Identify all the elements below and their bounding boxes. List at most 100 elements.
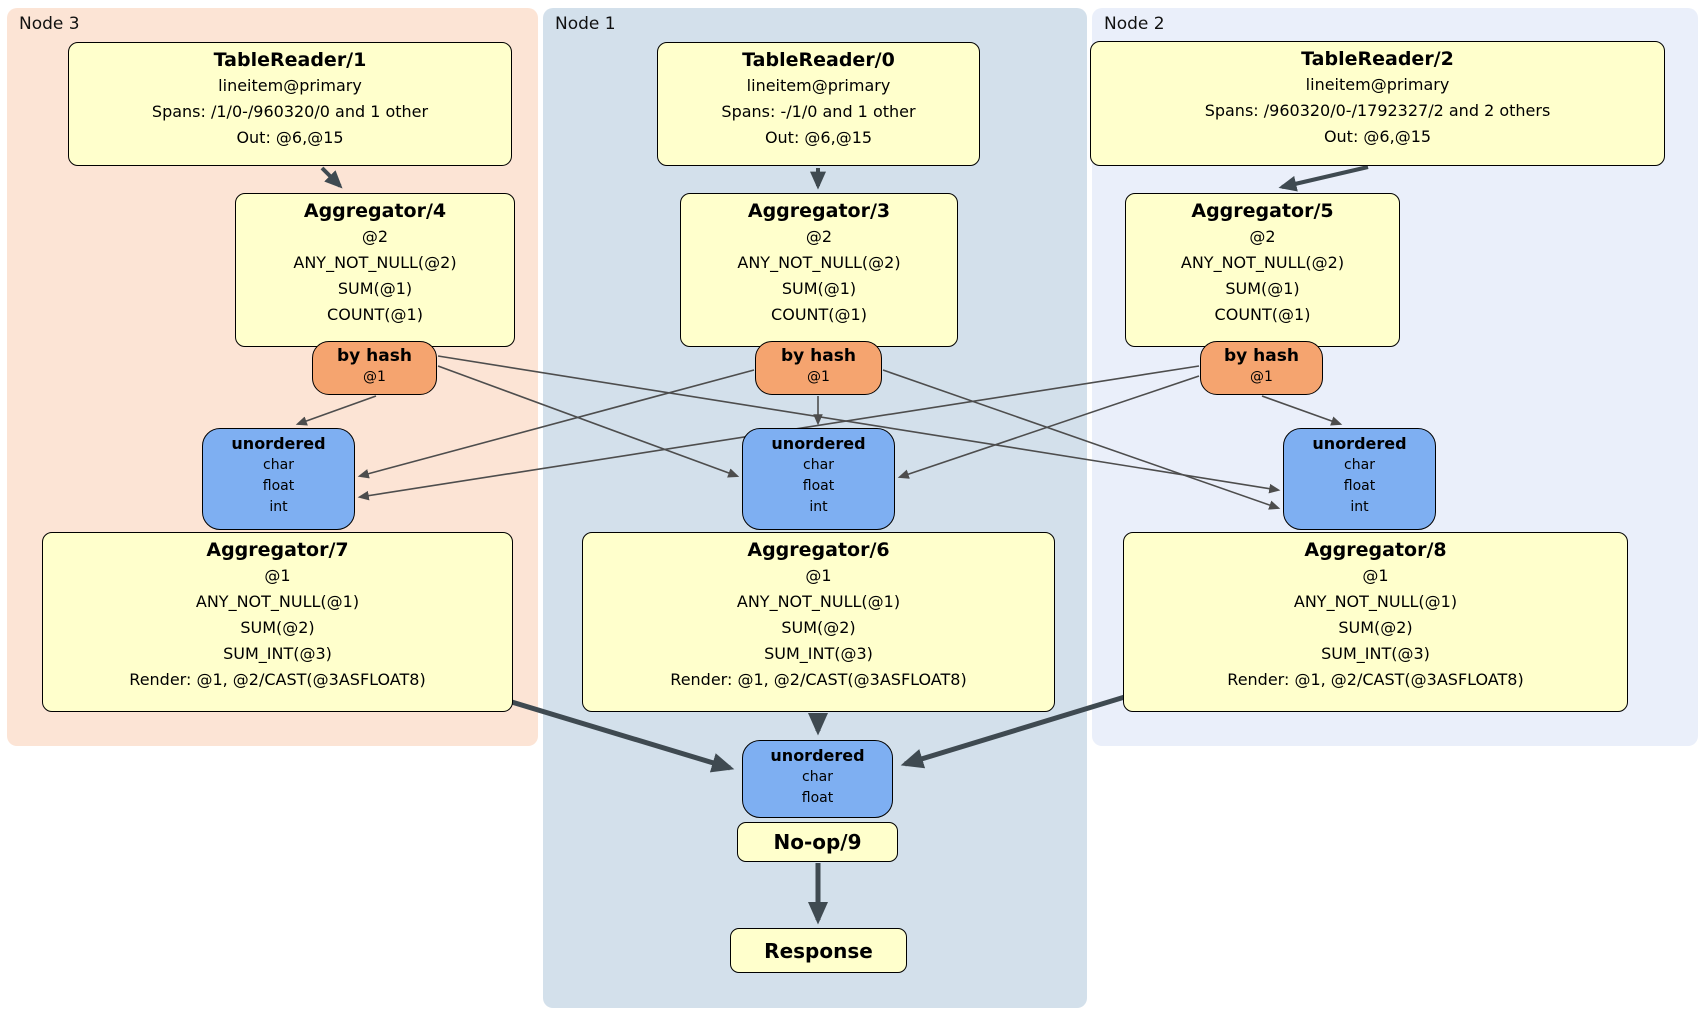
- router-key: @1: [363, 369, 386, 385]
- sync-type: char: [263, 457, 294, 473]
- processor-detail: @1: [264, 566, 291, 585]
- processor-detail: @1: [805, 566, 832, 585]
- sync-type: char: [1344, 457, 1375, 473]
- processor-detail: SUM_INT(@3): [223, 644, 332, 663]
- processor-detail: lineitem@primary: [1305, 75, 1450, 94]
- processor-detail: ANY_NOT_NULL(@1): [736, 592, 901, 611]
- processor-title: Aggregator/8: [1304, 539, 1447, 561]
- router-title: by hash: [781, 346, 856, 366]
- aggregator-4-box: Aggregator/4 @2 ANY_NOT_NULL(@2) SUM(@1)…: [235, 193, 515, 347]
- hash-router-node2: by hash @1: [1200, 341, 1323, 395]
- edge-r3-s3: [295, 395, 377, 426]
- processor-detail: ANY_NOT_NULL(@2): [293, 253, 457, 272]
- sync-type: int: [1350, 499, 1369, 515]
- processor-title: TableReader/1: [213, 49, 367, 71]
- sync-type: float: [802, 478, 835, 494]
- tablereader-2-box: TableReader/2 lineitem@primary Spans: /9…: [1090, 41, 1665, 166]
- edge-tr2-agg5: [1278, 165, 1369, 192]
- hash-router-node1: by hash @1: [755, 341, 882, 395]
- tablereader-0-box: TableReader/0 lineitem@primary Spans: -/…: [657, 42, 980, 166]
- edge-r1-s3: [357, 369, 755, 479]
- processor-detail: ANY_NOT_NULL(@2): [737, 253, 901, 272]
- sync-type: float: [1343, 478, 1376, 494]
- edge-r1-s2: [882, 369, 1281, 510]
- processor-title: Aggregator/3: [747, 200, 891, 222]
- processor-detail: ANY_NOT_NULL(@1): [195, 592, 360, 611]
- router-title: by hash: [337, 346, 412, 366]
- sync-title: unordered: [1312, 434, 1407, 453]
- unordered-sync-node2: unordered char float int: [1283, 428, 1436, 530]
- processor-detail: SUM(@2): [781, 618, 856, 637]
- processor-detail: SUM(@2): [240, 618, 315, 637]
- processor-detail: SUM_INT(@3): [1321, 644, 1430, 663]
- processor-detail: COUNT(@1): [771, 305, 867, 324]
- processor-detail: @2: [1249, 227, 1276, 246]
- processor-title: TableReader/2: [1301, 48, 1454, 70]
- edge-agg8-final: [900, 693, 1129, 769]
- processor-detail: SUM(@1): [1225, 279, 1300, 298]
- sync-type: int: [269, 499, 288, 515]
- aggregator-6-box: Aggregator/6 @1 ANY_NOT_NULL(@1) SUM(@2)…: [582, 532, 1055, 712]
- processor-title: Aggregator/7: [206, 539, 349, 561]
- processor-title: No-op/9: [773, 830, 862, 854]
- sync-type: char: [803, 457, 834, 473]
- edge-agg7-final: [504, 697, 735, 773]
- processor-detail: @1: [1362, 566, 1389, 585]
- processor-detail: Render: @1, @2/CAST(@3ASFLOAT8): [129, 670, 426, 689]
- tablereader-1-box: TableReader/1 lineitem@primary Spans: /1…: [68, 42, 512, 166]
- edge-r2-s2: [1261, 395, 1343, 426]
- edge-r3-s2: [437, 355, 1281, 494]
- edge-tr1-agg4: [320, 166, 343, 189]
- unordered-sync-final: unordered char float: [742, 740, 893, 818]
- processor-detail: COUNT(@1): [327, 305, 423, 324]
- router-key: @1: [807, 369, 830, 385]
- aggregator-5-box: Aggregator/5 @2 ANY_NOT_NULL(@2) SUM(@1)…: [1125, 193, 1400, 347]
- processor-title: TableReader/0: [742, 49, 895, 71]
- router-title: by hash: [1224, 346, 1299, 366]
- sync-title: unordered: [770, 746, 865, 765]
- processor-title: Response: [764, 938, 873, 963]
- processor-detail: SUM(@2): [1338, 618, 1413, 637]
- processor-detail: SUM(@1): [781, 279, 857, 298]
- processor-detail: @2: [361, 227, 389, 246]
- processor-detail: lineitem@primary: [218, 76, 362, 95]
- node-2-label: Node 2: [1104, 14, 1165, 34]
- sync-type: float: [262, 478, 295, 494]
- sync-type: int: [809, 499, 828, 515]
- processor-detail: SUM(@1): [337, 279, 413, 298]
- processor-title: Aggregator/6: [747, 539, 890, 561]
- processor-detail: Out: @6,@15: [764, 128, 873, 147]
- processor-title: Aggregator/4: [303, 200, 447, 222]
- unordered-sync-node1: unordered char float int: [742, 428, 895, 530]
- processor-detail: Out: @6,@15: [236, 128, 344, 147]
- sync-type: char: [802, 769, 833, 785]
- processor-detail: ANY_NOT_NULL(@2): [1180, 253, 1345, 272]
- processor-detail: Render: @1, @2/CAST(@3ASFLOAT8): [1227, 670, 1524, 689]
- router-key: @1: [1250, 369, 1273, 385]
- hash-router-node3: by hash @1: [312, 341, 437, 395]
- sync-title: unordered: [771, 434, 866, 453]
- aggregator-7-box: Aggregator/7 @1 ANY_NOT_NULL(@1) SUM(@2)…: [42, 532, 513, 712]
- edge-r2-s1: [897, 375, 1200, 479]
- noop-9-box: No-op/9: [737, 822, 898, 862]
- processor-detail: Render: @1, @2/CAST(@3ASFLOAT8): [670, 670, 967, 689]
- node-1-label: Node 1: [555, 14, 616, 34]
- aggregator-8-box: Aggregator/8 @1 ANY_NOT_NULL(@1) SUM(@2)…: [1123, 532, 1628, 712]
- processor-detail: COUNT(@1): [1214, 305, 1311, 324]
- aggregator-3-box: Aggregator/3 @2 ANY_NOT_NULL(@2) SUM(@1)…: [680, 193, 958, 347]
- response-box: Response: [730, 928, 907, 973]
- unordered-sync-node3: unordered char float int: [202, 428, 355, 530]
- node-3-label: Node 3: [19, 14, 80, 34]
- processor-detail: Out: @6,@15: [1323, 127, 1432, 146]
- processor-detail: lineitem@primary: [746, 76, 891, 95]
- sync-title: unordered: [231, 434, 326, 453]
- processor-detail: Spans: -/1/0 and 1 other: [721, 102, 916, 121]
- processor-title: Aggregator/5: [1191, 200, 1334, 222]
- processor-detail: ANY_NOT_NULL(@1): [1293, 592, 1458, 611]
- processor-detail: SUM_INT(@3): [764, 644, 873, 663]
- processor-detail: Spans: /1/0-/960320/0 and 1 other: [151, 102, 429, 121]
- edge-r3-s1: [437, 365, 740, 478]
- sync-type: float: [801, 790, 834, 806]
